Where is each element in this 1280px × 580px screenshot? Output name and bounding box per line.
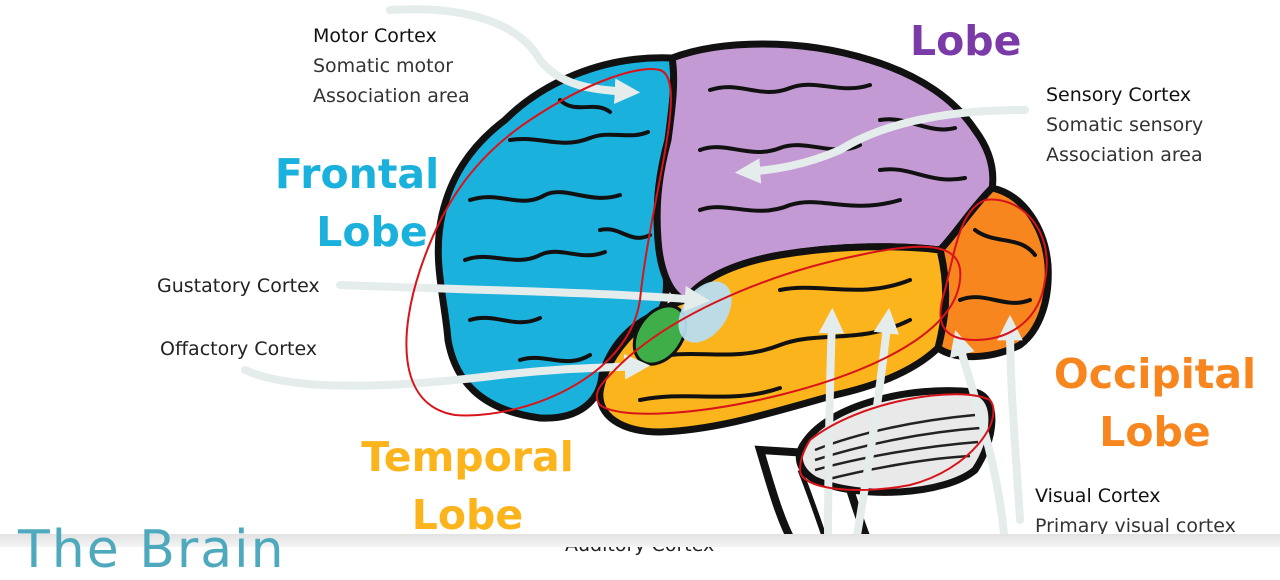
sensory-arrow [734,106,1029,184]
sensory-cortex-line-1: Somatic sensory [1046,114,1204,136]
visual-cortex-title: Visual Cortex [1035,485,1161,507]
occipital-lobe-title-line-1: Occipital [1053,350,1257,398]
sensory-cortex-title: Sensory Cortex [1046,84,1192,106]
auditory-arrow-2 [851,307,900,547]
temporal-lobe [596,243,950,436]
motor-cortex-line-1: Somatic motor [313,55,454,77]
temporal-gyri [638,278,912,402]
cerebellum-annotation [798,393,995,491]
temporal-lobe-title-line-2: Lobe [411,491,524,539]
bottom-title-partial: The Brain [18,520,286,580]
brain-diagram [241,5,1052,547]
sensory-cortex-label: Sensory Cortex Somatic sensory Associati… [1046,80,1203,170]
temporal-lobe-title-line-1: Temporal [361,433,574,481]
motor-cortex-label: Motor Cortex Somatic motor Association a… [313,21,470,111]
motor-cortex-line-2: Association area [313,85,470,107]
sensory-cortex-line-2: Association area [1046,144,1203,166]
frontal-lobe-title-line-2: Lobe [316,208,428,256]
occipital-lobe-title: Occipital Lobe [1040,345,1270,461]
gustatory-arrow [336,281,711,312]
visual-arrow-1 [949,330,1009,547]
visual-arrow-2 [997,314,1024,524]
pointer-arrows [241,5,1029,547]
red-annotations [405,68,1048,491]
motor-arrow [386,5,641,105]
motor-cortex-title: Motor Cortex [313,25,437,47]
parietal-gyri [698,82,967,213]
occipital-lobe-title-line-2: Lobe [1099,408,1211,456]
bottom-overlay-bar [0,534,1280,547]
frontal-gyri [463,98,652,364]
visual-cortex-line-1: Primary visual cortex [1035,515,1236,537]
temporal-lobe-title: Temporal Lobe [345,428,590,544]
temporal-annotation [595,245,962,415]
gustatory-cortex-label: Gustatory Cortex [157,275,320,297]
olfactory-cortex-label: Offactory Cortex [160,338,318,360]
frontal-lobe-title-line-1: Frontal [274,150,440,198]
cerebellum [795,387,996,496]
parietal-lobe-title: Lobe [910,17,1022,65]
frontal-lobe-title: Frontal Lobe [262,145,452,261]
olfactory-arrow [241,353,651,390]
frontal-annotation [405,68,672,417]
auditory-arrow-1 [818,307,845,547]
occipital-gyri [958,228,1037,305]
occipital-annotation [939,198,1048,342]
visual-cortex-label: Visual Cortex Primary visual cortex [1035,481,1236,541]
